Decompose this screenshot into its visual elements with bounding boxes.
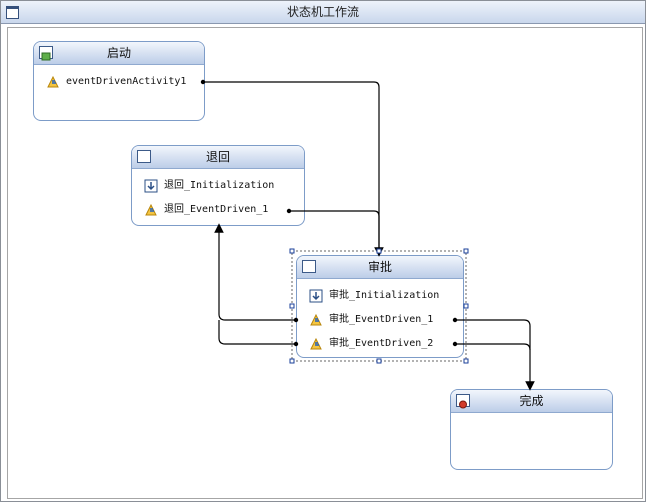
state-approve[interactable]: 审批 审批_Initialization 审批_EventDriven_1 审批… [296,255,464,358]
event-driven-label: 退回_EventDriven_1 [164,204,269,215]
state-done-header[interactable]: 完成 [451,390,612,413]
event-driven-label: 审批_EventDriven_2 [329,338,434,349]
state-approve-header[interactable]: 审批 [297,256,463,279]
state-start[interactable]: 启动 eventDrivenActivity1 [33,41,205,121]
initialization-label: 退回_Initialization [164,180,275,191]
state-start-header[interactable]: 启动 [34,42,204,65]
initialization-icon [144,179,158,193]
state-back-title: 退回 [205,150,230,164]
completed-state-icon [456,394,470,409]
event-driven-icon [310,337,322,350]
state-done[interactable]: 完成 [450,389,613,470]
state-approve-title: 审批 [367,260,392,274]
window-title: 状态机工作流 [286,5,359,19]
state-start-title: 启动 [106,46,131,60]
event-driven-label: 审批_EventDriven_1 [329,314,434,325]
state-icon [137,150,151,163]
window-titlebar: 状态机工作流 [1,1,645,24]
event-driven-icon [310,313,322,326]
event-driven-icon [145,203,157,216]
initialization-label: 审批_Initialization [329,290,440,301]
state-back-header[interactable]: 退回 [132,146,304,169]
state-done-title: 完成 [519,394,544,408]
initialization-icon [309,289,323,303]
event-driven-label: eventDrivenActivity1 [66,76,187,87]
window-icon [6,6,19,19]
event-driven-icon [47,75,59,88]
initial-state-icon [39,46,53,61]
state-back[interactable]: 退回 退回_Initialization 退回_EventDriven_1 [131,145,305,226]
